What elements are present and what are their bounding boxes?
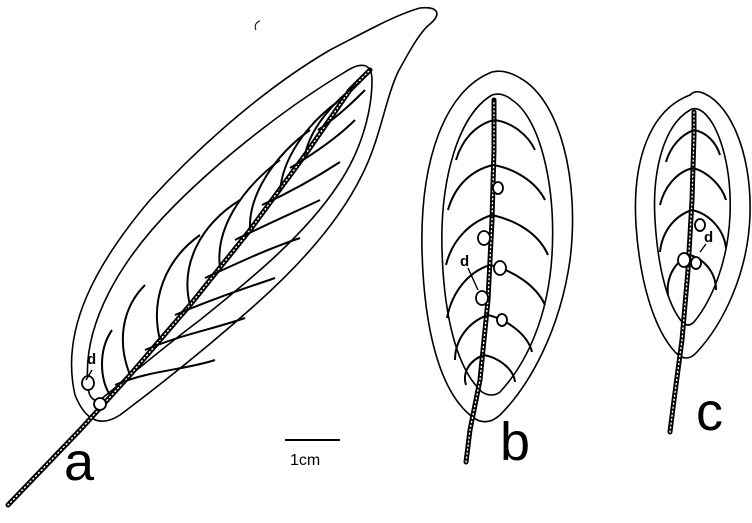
leaf-b-outline <box>422 71 573 422</box>
gland <box>478 231 490 245</box>
stray-mark <box>255 21 260 30</box>
leaf-c-midrib <box>670 112 694 432</box>
gland <box>678 253 690 267</box>
leaf-c-midrib-texture <box>670 112 694 432</box>
gland <box>691 257 701 269</box>
scale-bar: 1cm <box>285 440 340 469</box>
leaf-b: d b <box>422 71 573 472</box>
gland <box>94 398 106 410</box>
gland-label: d <box>87 351 96 368</box>
gland <box>82 376 94 390</box>
gland-label: d <box>460 253 469 270</box>
leaf-a: d a <box>8 8 437 505</box>
leaf-b-midrib <box>466 100 494 462</box>
leaf-c: d c <box>635 92 750 442</box>
gland-label: d <box>704 229 713 246</box>
gland <box>497 314 507 326</box>
panel-label-a: a <box>64 432 95 492</box>
scale-bar-label: 1cm <box>290 452 320 469</box>
leaf-a-outline <box>72 8 437 421</box>
gland <box>493 182 503 194</box>
gland <box>476 291 488 305</box>
gland <box>494 261 506 275</box>
panel-label-c: c <box>696 382 723 442</box>
leaf-b-inner-margin <box>442 94 553 395</box>
panel-label-b: b <box>500 412 530 472</box>
leaf-a-glands <box>82 376 106 410</box>
